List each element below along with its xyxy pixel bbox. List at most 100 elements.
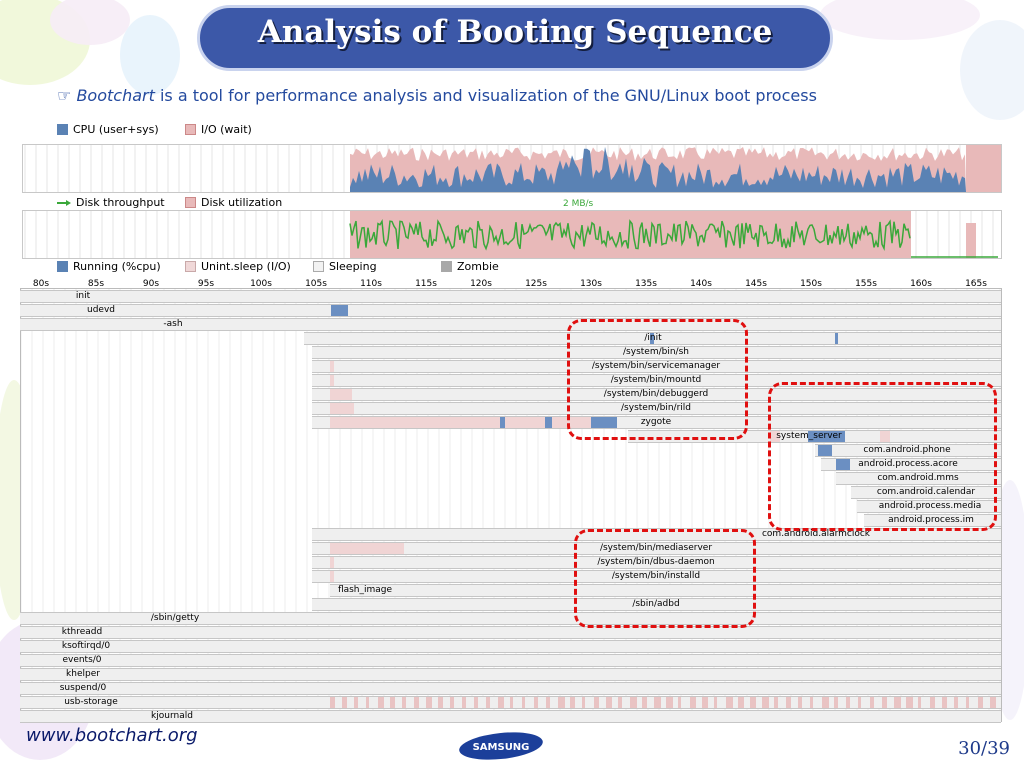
legend-sleeping-label: Sleeping <box>329 260 377 273</box>
unint-sleep-segment <box>654 697 661 708</box>
axis-tick-label: 160s <box>910 279 932 289</box>
logo-text: SAMSUNG <box>473 742 530 753</box>
unint-sleep-segment <box>330 557 334 568</box>
unint-sleep-segment <box>330 403 354 414</box>
legend-cpu: CPU (user+sys) <box>57 123 159 136</box>
unint-sleep-segment <box>582 697 585 708</box>
process-row <box>20 668 1001 681</box>
axis-tick-label: 85s <box>87 279 105 289</box>
unint-sleep-segment <box>990 697 996 708</box>
process-label: /sbin/adbd <box>632 599 680 609</box>
legend-sleeping: Sleeping <box>313 260 377 273</box>
unint-sleep-segment <box>474 697 478 708</box>
unint-sleep-segment <box>714 697 717 708</box>
process-label: udevd <box>87 305 115 315</box>
process-label: -ash <box>163 319 183 329</box>
running-swatch <box>57 261 68 272</box>
legend-disk-throughput-label: Disk throughput <box>76 196 165 209</box>
unint-sleep-segment <box>918 697 921 708</box>
axis-tick-label: 165s <box>965 279 987 289</box>
unint-sleep-segment <box>606 697 612 708</box>
process-row <box>857 500 1001 513</box>
disk-util-tail <box>966 223 976 258</box>
axis-tick-label: 120s <box>470 279 492 289</box>
process-label: com.android.mms <box>877 473 959 483</box>
running-segment <box>808 431 845 442</box>
process-label: /init <box>644 333 662 343</box>
unint-sleep-segment <box>546 697 550 708</box>
unint-sleep-segment <box>858 697 861 708</box>
axis-tick-label: 95s <box>197 279 215 289</box>
process-row <box>20 304 1001 317</box>
process-row <box>312 542 1001 555</box>
axis-tick-label: 140s <box>690 279 712 289</box>
unint-sleep-segment <box>450 697 454 708</box>
process-row <box>20 290 1001 303</box>
unint-sleep-segment <box>894 697 901 708</box>
process-row <box>815 444 1001 457</box>
unint-sleep-segment <box>726 697 733 708</box>
subtitle-description: is a tool for performance analysis and v… <box>154 86 817 105</box>
unint-sleep-segment <box>630 697 637 708</box>
unint-sleep-segment <box>510 697 513 708</box>
unint-sleep-segment <box>498 697 504 708</box>
legend-zombie: Zombie <box>441 260 499 273</box>
legend-io-label: I/O (wait) <box>201 123 252 136</box>
process-row <box>821 458 1001 471</box>
process-row <box>330 584 1001 597</box>
unint-sleep-segment <box>954 697 958 708</box>
process-label: /system/bin/dbus-daemon <box>597 557 715 567</box>
process-row <box>312 416 1001 429</box>
disk-util-swatch <box>185 197 196 208</box>
cpu-chart-svg <box>24 145 1010 192</box>
unint-sleep-segment <box>426 697 432 708</box>
unint-sleep-segment <box>618 697 622 708</box>
unint-sleep-segment <box>330 375 334 386</box>
unint-sleep-segment <box>678 697 681 708</box>
cpu-area <box>350 146 966 192</box>
unint-sleep-segment <box>522 697 525 708</box>
legend-cpu-label: CPU (user+sys) <box>73 123 159 136</box>
process-row <box>20 682 1001 695</box>
unint-sleep-segment <box>462 697 466 708</box>
unint-sleep-segment <box>558 697 565 708</box>
unint-swatch <box>185 261 196 272</box>
unint-sleep-segment <box>702 697 708 708</box>
unint-sleep-segment <box>354 697 358 708</box>
process-label: android.process.media <box>878 501 982 511</box>
slide-subtitle: ☞ Bootchart is a tool for performance an… <box>57 86 997 105</box>
unint-sleep-segment <box>942 697 947 708</box>
process-row <box>20 626 1001 639</box>
process-label: kthreadd <box>61 627 103 637</box>
legend-io: I/O (wait) <box>185 123 252 136</box>
zombie-swatch <box>441 261 452 272</box>
unint-sleep-segment <box>570 697 575 708</box>
unint-sleep-segment <box>534 697 538 708</box>
cpu-swatch <box>57 124 68 135</box>
legend-running: Running (%cpu) <box>57 260 161 273</box>
disk-throughput-line <box>349 218 911 251</box>
footer-link[interactable]: www.bootchart.org <box>26 725 198 746</box>
process-label: khelper <box>66 669 100 679</box>
unint-sleep-segment <box>594 697 599 708</box>
running-segment <box>500 417 505 428</box>
process-row <box>20 696 1001 709</box>
process-row <box>20 710 1001 723</box>
process-label: flash_image <box>337 585 393 595</box>
process-label: /system/bin/installd <box>611 571 701 581</box>
legend-unint: Unint.sleep (I/O) <box>185 260 291 273</box>
process-label: android.process.acore <box>858 459 958 469</box>
unint-sleep-segment <box>882 697 887 708</box>
unint-sleep-segment <box>342 697 347 708</box>
unint-sleep-segment <box>822 697 829 708</box>
axis-tick-label: 135s <box>635 279 657 289</box>
unint-sleep-segment <box>870 697 874 708</box>
legend-zombie-label: Zombie <box>457 260 499 273</box>
process-row <box>864 514 1001 527</box>
unint-sleep-segment <box>330 389 352 400</box>
io-swatch <box>185 124 196 135</box>
legend-unint-label: Unint.sleep (I/O) <box>201 260 291 273</box>
unint-sleep-segment <box>402 697 406 708</box>
title-banner <box>197 5 833 71</box>
process-row <box>851 486 1001 499</box>
